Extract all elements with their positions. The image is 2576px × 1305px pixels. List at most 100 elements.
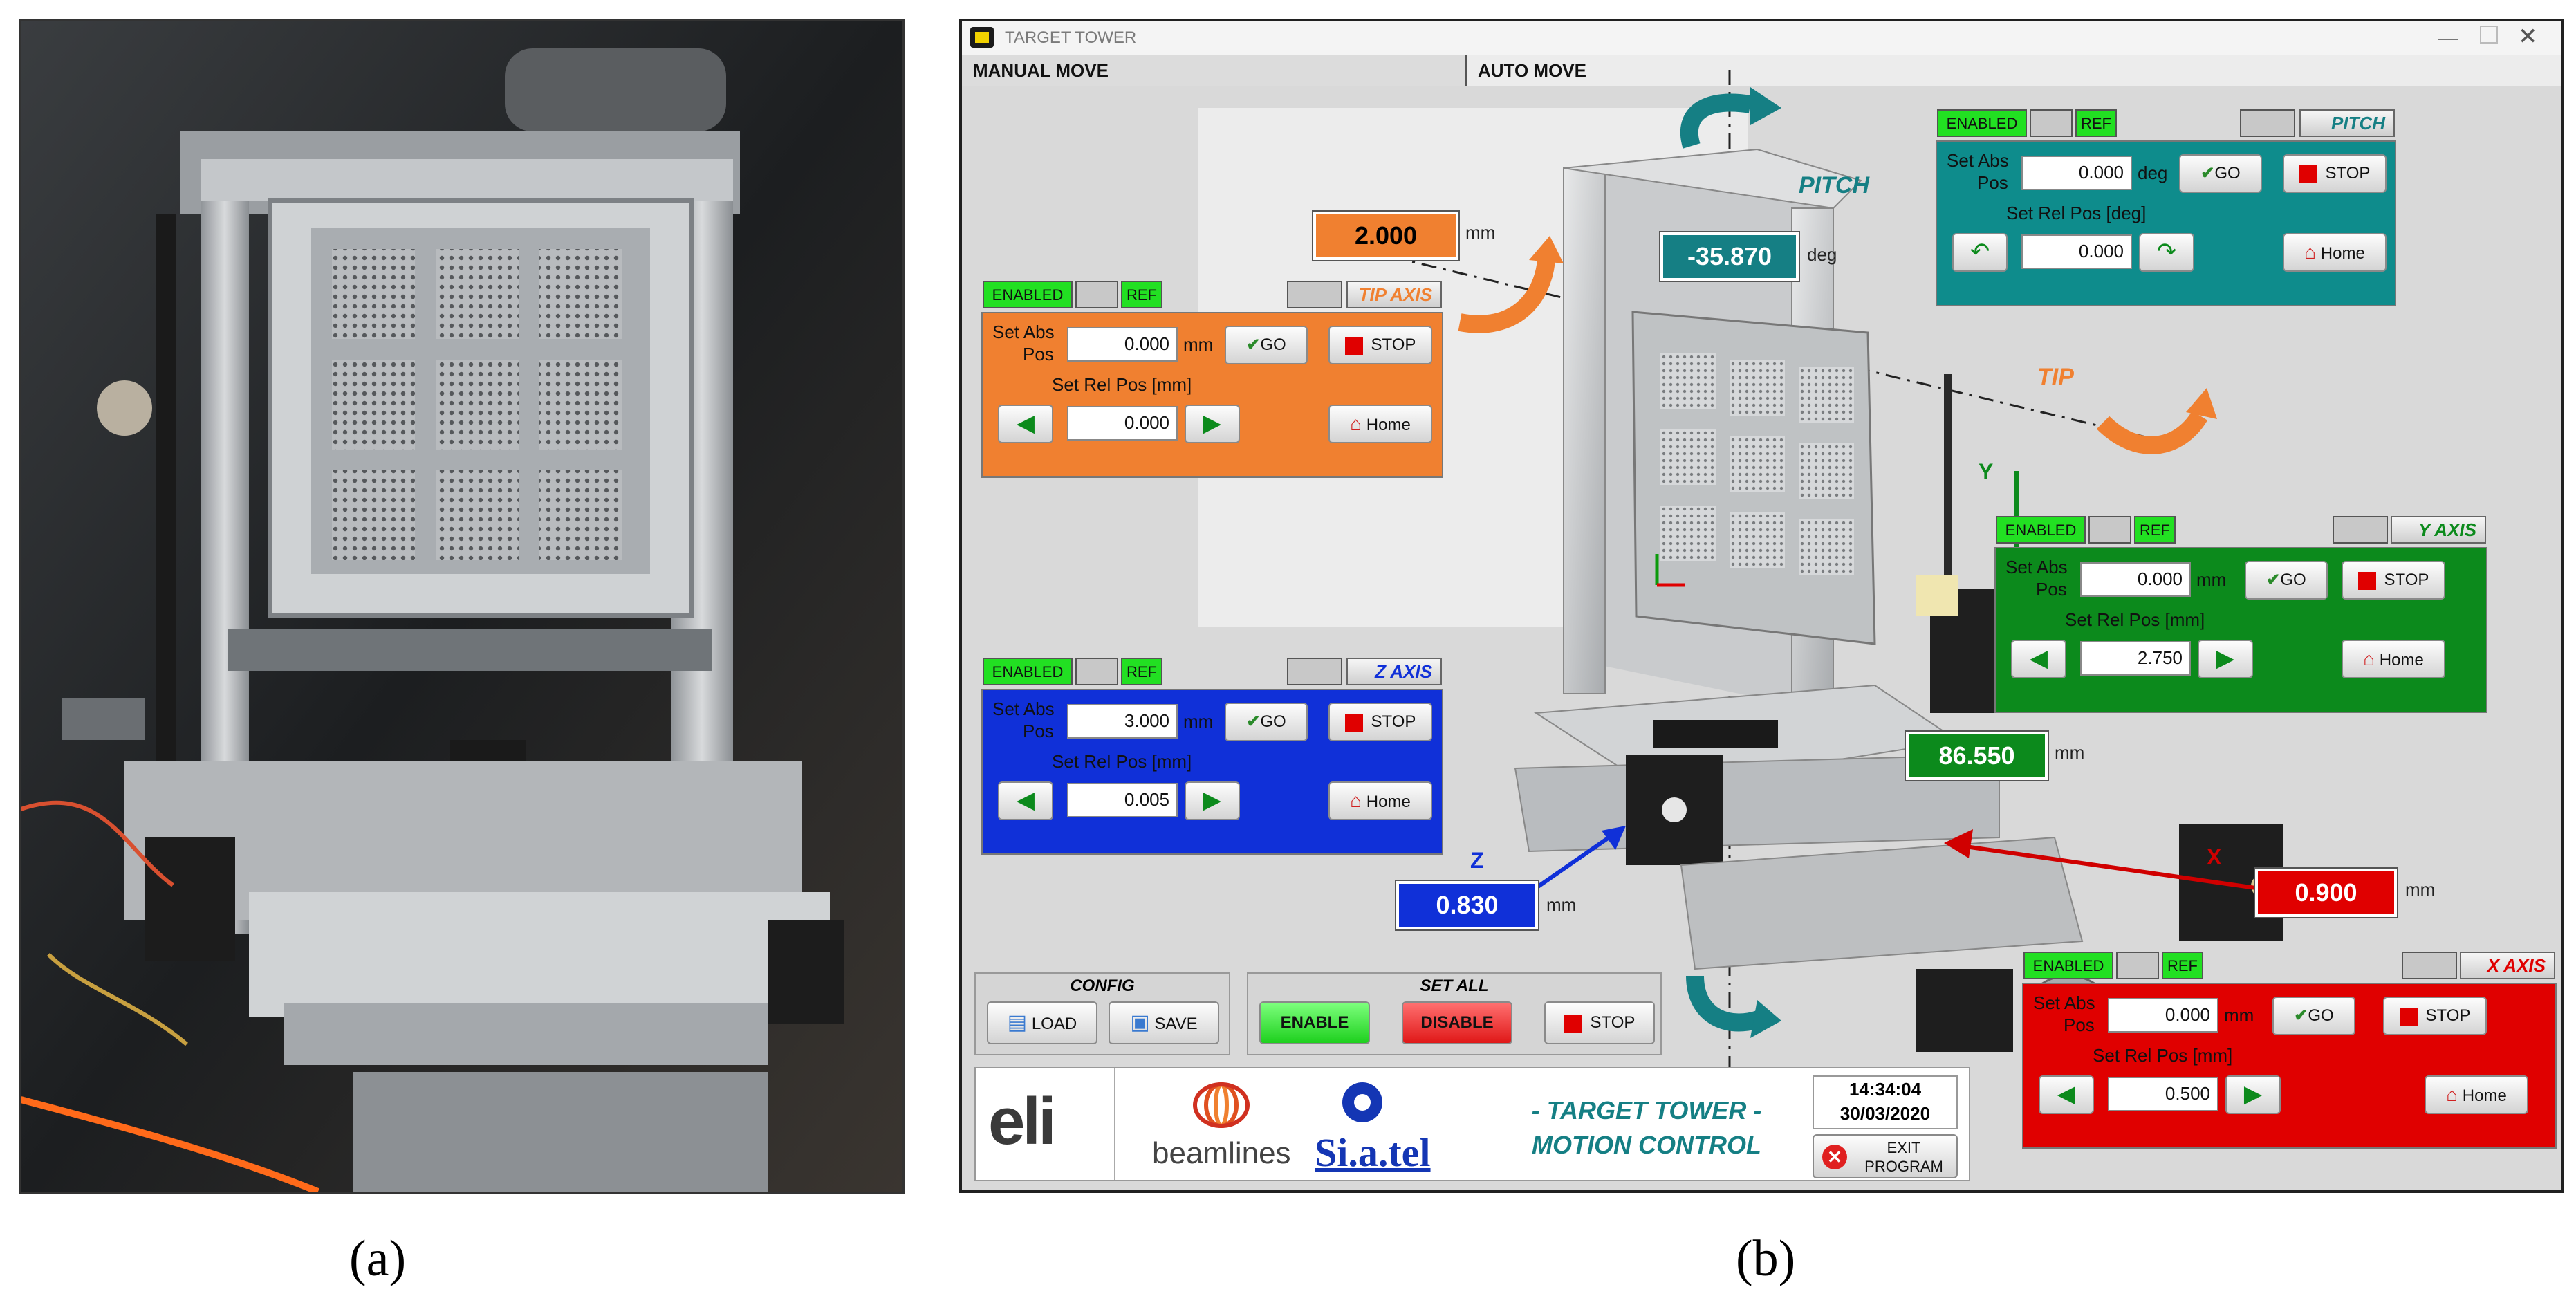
save-label: SAVE	[1154, 1015, 1198, 1033]
y-axis-panel: Set Abs Pos 0.000 mm ✔GO STOP Set Rel Po…	[1994, 547, 2487, 713]
app-name-line2: MOTION CONTROL	[1532, 1131, 1761, 1159]
x-rel-plus-arrow-icon[interactable]: ▶	[2225, 1075, 2281, 1114]
maximize-icon[interactable]	[2480, 26, 2498, 44]
app-name-line1: - TARGET TOWER -	[1531, 1096, 1762, 1124]
z-ref-indicator: REF	[1121, 658, 1162, 685]
y-abs-input[interactable]: 0.000	[2080, 562, 2191, 597]
x-abs-unit: mm	[2224, 1005, 2254, 1026]
tip-rel-plus-arrow-icon[interactable]: ▶	[1185, 405, 1240, 443]
z-rel-minus-arrow-icon[interactable]: ◀	[998, 781, 1053, 820]
x-home-icon: ⌂	[2446, 1084, 2458, 1105]
y-home-label: Home	[2379, 651, 2424, 669]
z-axis-button[interactable]: Z AXIS	[1346, 658, 1442, 685]
pitch-axis-button[interactable]: PITCH	[2299, 109, 2395, 137]
tip-abs-input[interactable]: 0.000	[1067, 327, 1178, 362]
tip-go-button[interactable]: ✔GO	[1225, 326, 1308, 364]
y-stop-button[interactable]: STOP	[2342, 561, 2445, 600]
pitch-blank-led	[2240, 109, 2295, 137]
y-rel-minus-arrow-icon[interactable]: ◀	[2011, 640, 2066, 678]
x-readout-unit: mm	[2405, 879, 2436, 900]
pitch-go-check-icon: ✔	[2200, 164, 2215, 183]
z-enabled-indicator: ENABLED	[983, 658, 1073, 685]
z-stop-label: STOP	[1371, 712, 1416, 731]
pitch-readout: -35.870	[1659, 231, 1800, 282]
stop-all-icon	[1564, 1014, 1582, 1033]
close-icon[interactable]: ✕	[2518, 24, 2538, 50]
y-rel-input[interactable]: 2.750	[2080, 641, 2191, 676]
tip-rel-minus-arrow-icon[interactable]: ◀	[998, 405, 1053, 443]
tip-axis-button[interactable]: TIP AXIS	[1346, 281, 1442, 308]
minimize-icon[interactable]: —	[2438, 27, 2458, 48]
tip-home-icon: ⌂	[1350, 413, 1362, 434]
enable-all-button[interactable]: ENABLE	[1259, 1001, 1370, 1044]
z-abs-unit: mm	[1183, 711, 1214, 732]
y-go-button[interactable]: ✔GO	[2245, 561, 2328, 600]
x-set-abs-label: Set Abs	[2033, 992, 2095, 1013]
config-group: CONFIG ▤ LOAD ▣ SAVE	[974, 972, 1230, 1055]
exit-label-line2: PROGRAM	[1864, 1158, 1943, 1175]
app-icon	[970, 27, 994, 48]
target-tower-window: TARGET TOWER — ✕ MANUAL MOVE AUTO MOVE	[959, 19, 2564, 1193]
y-rel-plus-arrow-icon[interactable]: ▶	[2198, 640, 2253, 678]
tip-set-abs-label: Set Abs	[992, 322, 1055, 342]
x-axis-panel: Set Abs Pos 0.000 mm ✔GO STOP Set Rel Po…	[2022, 983, 2557, 1149]
stop-all-button[interactable]: STOP	[1544, 1001, 1655, 1044]
tab-auto-move[interactable]: AUTO MOVE	[1467, 55, 2561, 86]
y-axis-button[interactable]: Y AXIS	[2391, 516, 2486, 544]
tab-manual-move[interactable]: MANUAL MOVE	[962, 55, 1465, 86]
pitch-axis-panel: Set Abs Pos 0.000 deg ✔GO STOP Set Rel P…	[1936, 140, 2396, 306]
tip-rel-input[interactable]: 0.000	[1067, 406, 1178, 441]
set-all-group: SET ALL ENABLE DISABLE STOP	[1247, 972, 1662, 1055]
x-go-check-icon: ✔	[2294, 1006, 2308, 1025]
set-all-title: SET ALL	[1420, 977, 1489, 995]
z-status-led	[1075, 658, 1118, 685]
x-rel-minus-arrow-icon[interactable]: ◀	[2039, 1075, 2094, 1114]
tip-enabled-indicator: ENABLED	[983, 281, 1073, 308]
x-go-button[interactable]: ✔GO	[2272, 997, 2355, 1035]
load-icon: ▤	[1007, 1011, 1028, 1034]
y-home-icon: ⌂	[2363, 648, 2375, 669]
x-axis-button[interactable]: X AXIS	[2460, 952, 2555, 979]
tip-stop-button[interactable]: STOP	[1328, 326, 1432, 364]
z-abs-input[interactable]: 3.000	[1067, 704, 1178, 739]
x-status-led	[2116, 952, 2159, 979]
pitch-home-icon: ⌂	[2304, 241, 2317, 263]
z-rel-plus-arrow-icon[interactable]: ▶	[1185, 781, 1240, 820]
pitch-diagram-label: PITCH	[1799, 172, 1869, 198]
pitch-go-button[interactable]: ✔GO	[2179, 154, 2262, 193]
y-home-button[interactable]: ⌂ Home	[2342, 640, 2445, 678]
pitch-abs-input[interactable]: 0.000	[2021, 156, 2132, 190]
pitch-rotate-ccw-icon[interactable]: ↶	[1952, 233, 2008, 272]
y-blank-led	[2333, 516, 2388, 544]
pitch-home-button[interactable]: ⌂ Home	[2283, 233, 2387, 272]
beamlines-logo-text: beamlines	[1152, 1136, 1291, 1170]
pitch-rel-input[interactable]: 0.000	[2021, 234, 2132, 269]
x-stop-button[interactable]: STOP	[2383, 997, 2487, 1035]
x-readout: 0.900	[2254, 867, 2398, 918]
y-ref-indicator: REF	[2134, 516, 2176, 544]
pitch-go-label: GO	[2214, 164, 2241, 183]
z-home-label: Home	[1366, 793, 1411, 811]
pitch-stop-button[interactable]: STOP	[2283, 154, 2387, 193]
load-button[interactable]: ▤ LOAD	[987, 1001, 1097, 1044]
pitch-ref-indicator: REF	[2075, 109, 2117, 137]
z-go-button[interactable]: ✔GO	[1225, 703, 1308, 741]
z-home-button[interactable]: ⌂ Home	[1328, 781, 1432, 820]
tip-home-label: Home	[1366, 416, 1411, 434]
z-stop-button[interactable]: STOP	[1328, 703, 1432, 741]
x-pos-label: Pos	[2064, 1015, 2095, 1035]
x-abs-input[interactable]: 0.000	[2108, 998, 2218, 1033]
x-diagram-label: X	[2207, 844, 2222, 869]
pitch-set-abs-label: Set Abs	[1947, 150, 2009, 171]
pitch-stop-label: STOP	[2325, 164, 2371, 183]
x-rel-input[interactable]: 0.500	[2108, 1077, 2218, 1111]
z-rel-input[interactable]: 0.005	[1067, 783, 1178, 817]
siatel-logo-icon	[1342, 1082, 1382, 1122]
exit-program-button[interactable]: ✕ EXIT PROGRAM	[1813, 1134, 1958, 1178]
x-home-button[interactable]: ⌂ Home	[2425, 1075, 2528, 1114]
z-diagram-label: Z	[1470, 848, 1484, 873]
disable-all-button[interactable]: DISABLE	[1402, 1001, 1512, 1044]
tip-home-button[interactable]: ⌂ Home	[1328, 405, 1432, 443]
pitch-rotate-cw-icon[interactable]: ↷	[2139, 233, 2194, 272]
save-button[interactable]: ▣ SAVE	[1109, 1001, 1219, 1044]
